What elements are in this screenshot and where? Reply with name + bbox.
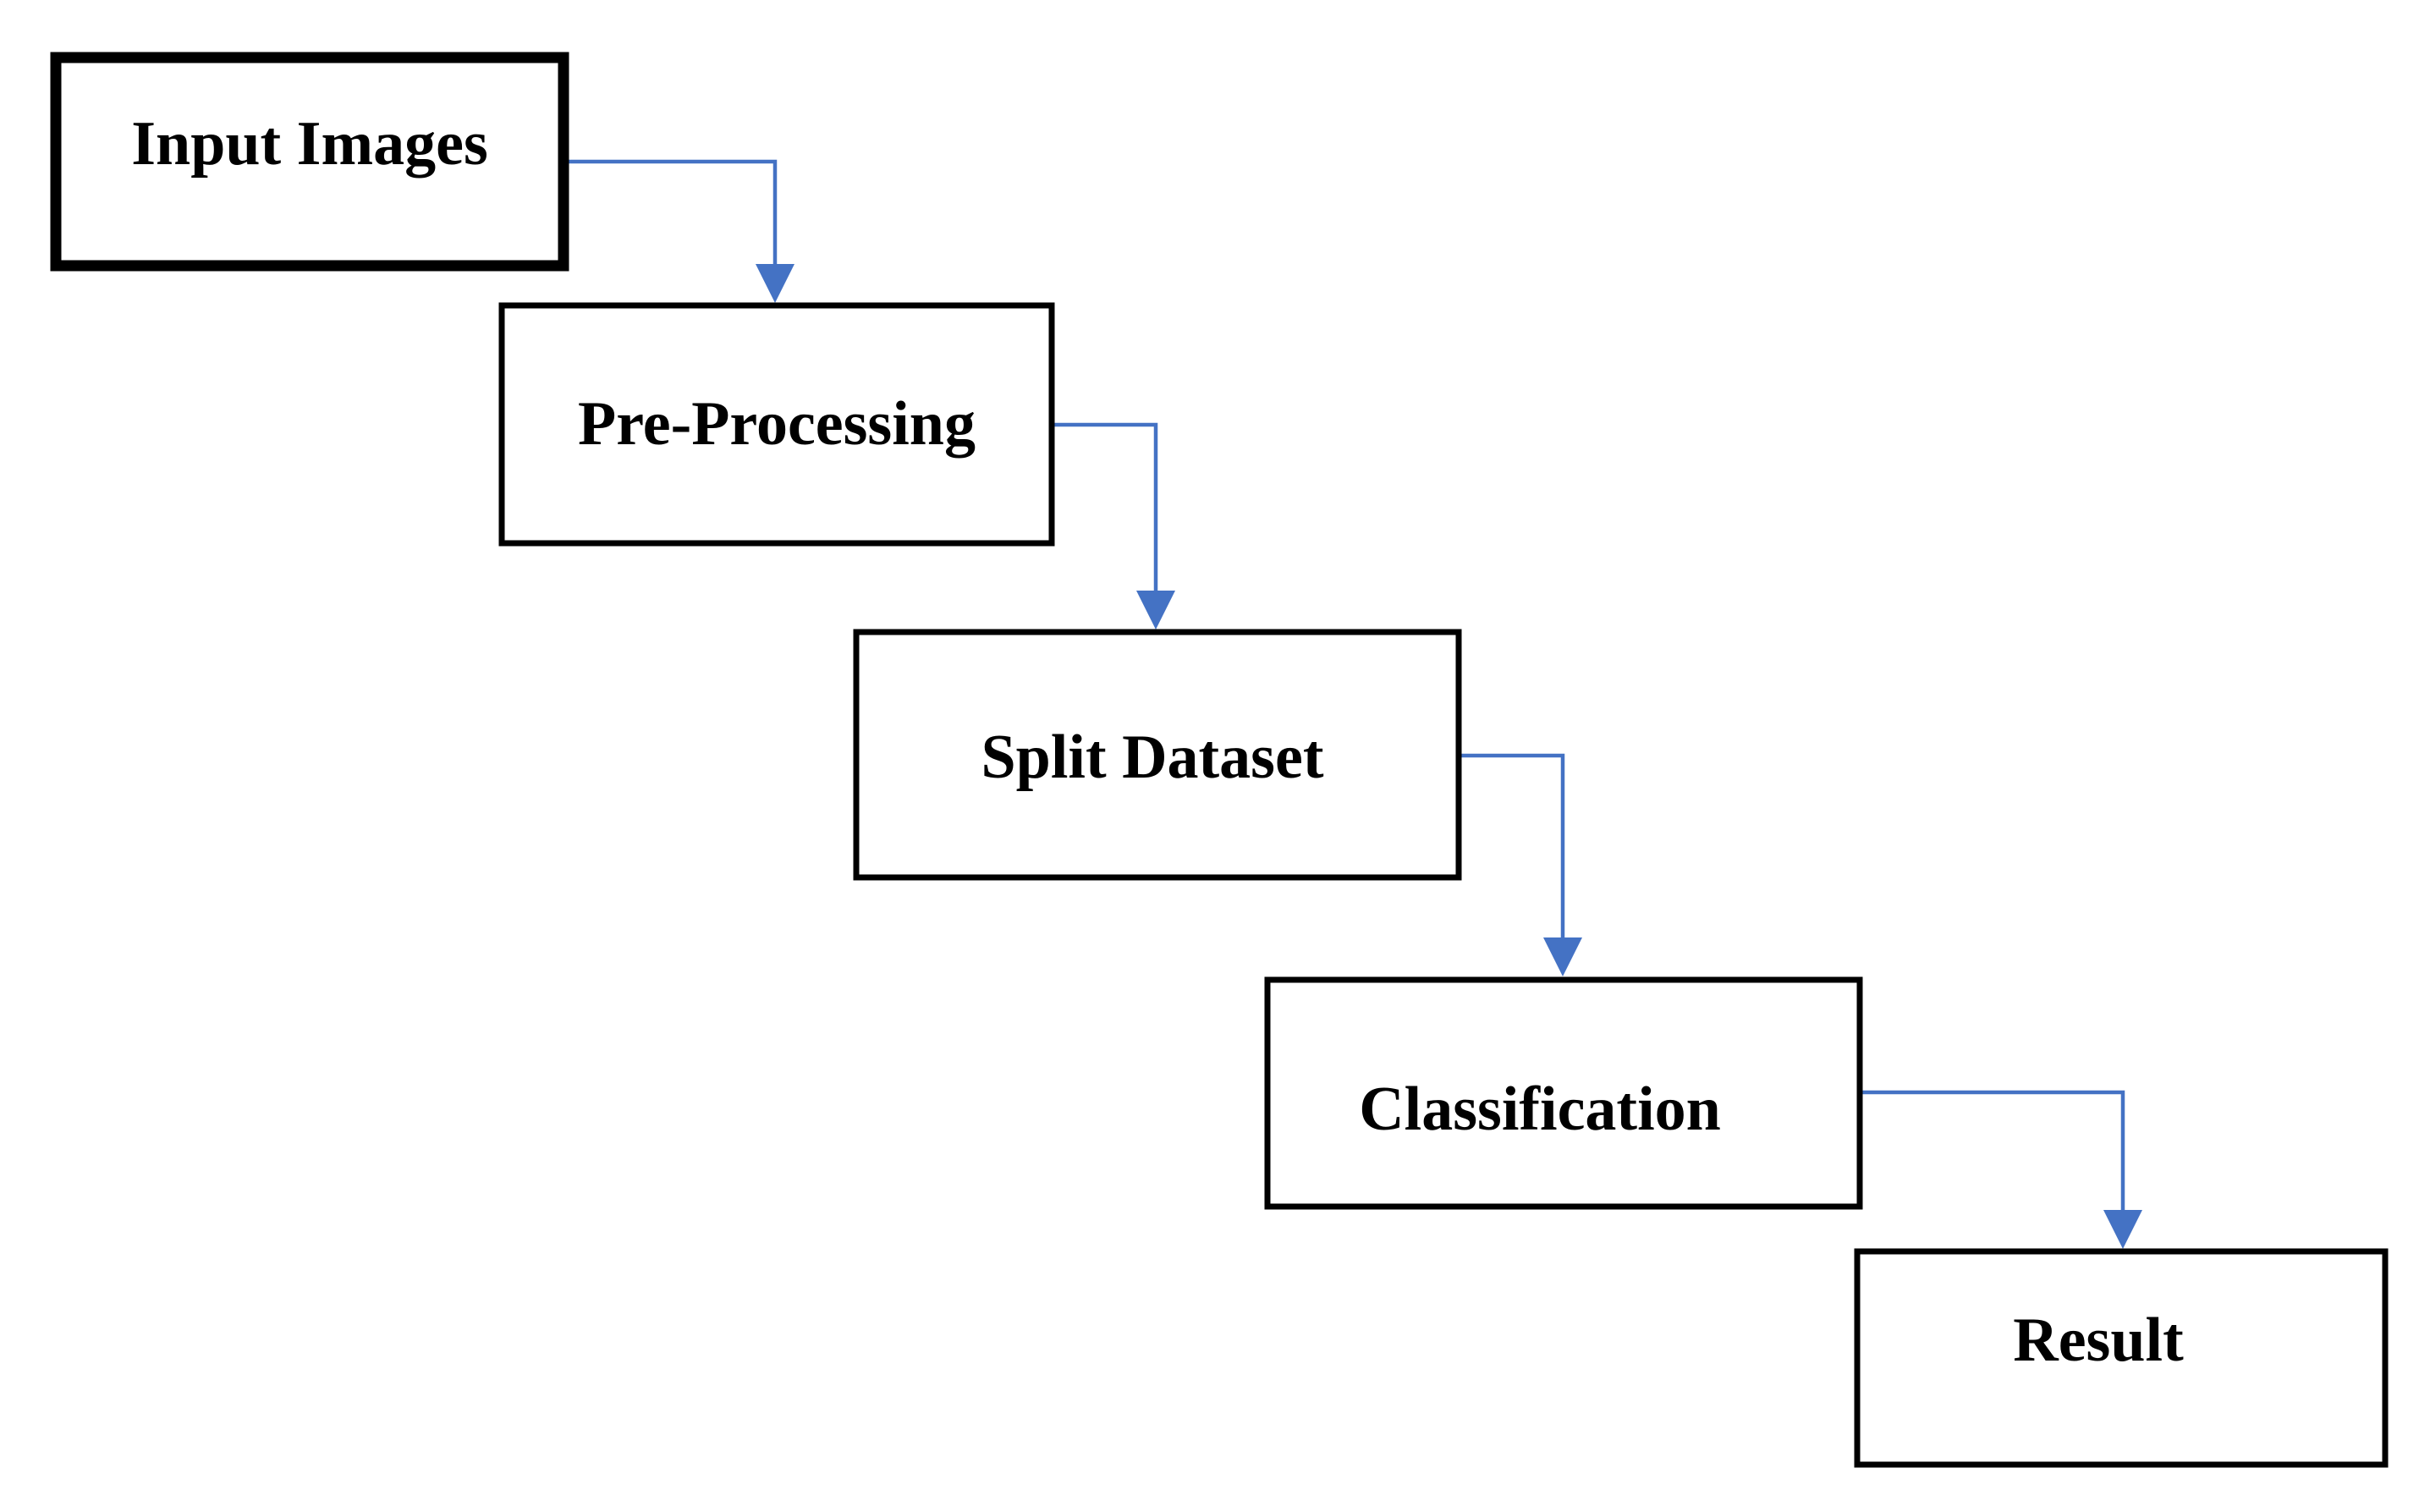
step-pre-processing: Pre-Processing xyxy=(498,302,1055,547)
step-label: Split Dataset xyxy=(981,723,1324,792)
step-input-images: Input Images xyxy=(50,52,569,272)
step-label: Pre-Processing xyxy=(578,389,976,459)
arrowhead-icon xyxy=(756,264,794,303)
step-label: Classification xyxy=(1359,1075,1721,1144)
step-label: Result xyxy=(2013,1306,2184,1375)
connector-split-to-classification xyxy=(1458,753,1565,937)
connector-input-to-preprocessing xyxy=(563,159,778,264)
step-label: Input Images xyxy=(131,109,488,179)
arrowhead-icon xyxy=(1543,937,1582,976)
arrowhead-icon xyxy=(2103,1210,2142,1249)
connectors xyxy=(563,159,2142,1249)
connector-preprocessing-to-split xyxy=(1051,422,1158,591)
step-result: Result xyxy=(1854,1248,2389,1468)
arrowhead-icon xyxy=(1136,591,1175,630)
step-split-dataset: Split Dataset xyxy=(853,629,1462,881)
connector-classification-to-result xyxy=(1859,1090,2125,1210)
step-classification: Classification xyxy=(1264,976,1863,1210)
